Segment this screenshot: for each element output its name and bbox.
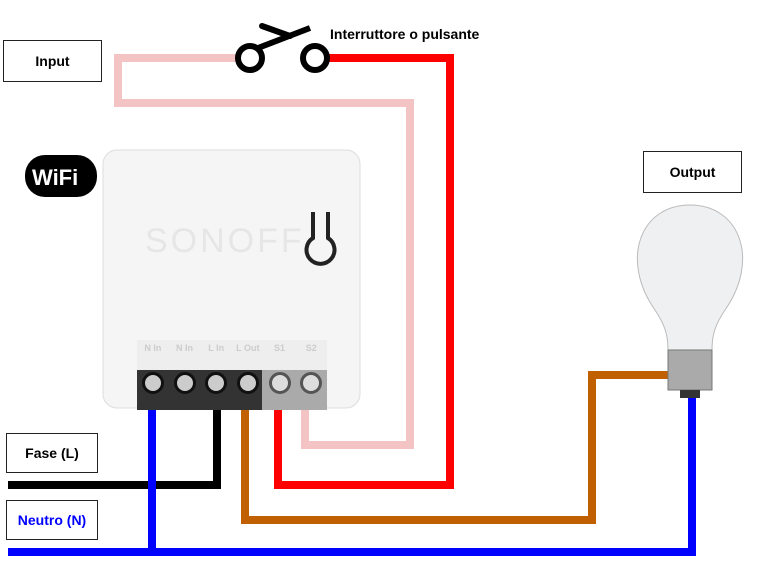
wire-phase	[8, 395, 221, 489]
screw-terminal	[300, 372, 323, 394]
screw-terminal	[236, 372, 259, 394]
screw-terminal	[205, 372, 228, 394]
screw-terminal	[173, 372, 196, 394]
phase-label: Fase (L)	[6, 433, 98, 473]
terminal-label: L Out	[236, 343, 260, 353]
switch-label: Interruttore o pulsante	[330, 26, 480, 42]
wifi-logo: WiFi	[25, 155, 97, 197]
input-label: Input	[3, 40, 102, 82]
light-bulb	[636, 204, 744, 398]
screw-terminal	[141, 372, 164, 394]
brand-logo: SONOFF	[145, 222, 305, 260]
terminal-label: N In	[144, 343, 162, 353]
neutral-label: Neutro (N)	[6, 500, 98, 540]
output-label: Output	[643, 151, 742, 193]
wire-s2	[114, 54, 414, 449]
terminal-label: N In	[176, 343, 193, 353]
switch-symbol	[235, 23, 330, 73]
terminal-label: L In	[208, 343, 225, 353]
svg-text:WiFi: WiFi	[32, 165, 78, 190]
wire-s1	[274, 54, 454, 489]
wire-neutral	[8, 395, 696, 556]
wire-output	[241, 371, 668, 524]
terminal-label: S1	[274, 343, 286, 353]
sonoff-device: SONOFF	[102, 149, 361, 410]
terminal-label: S2	[305, 343, 317, 353]
button-icon	[304, 212, 337, 266]
screw-terminal	[268, 372, 291, 394]
